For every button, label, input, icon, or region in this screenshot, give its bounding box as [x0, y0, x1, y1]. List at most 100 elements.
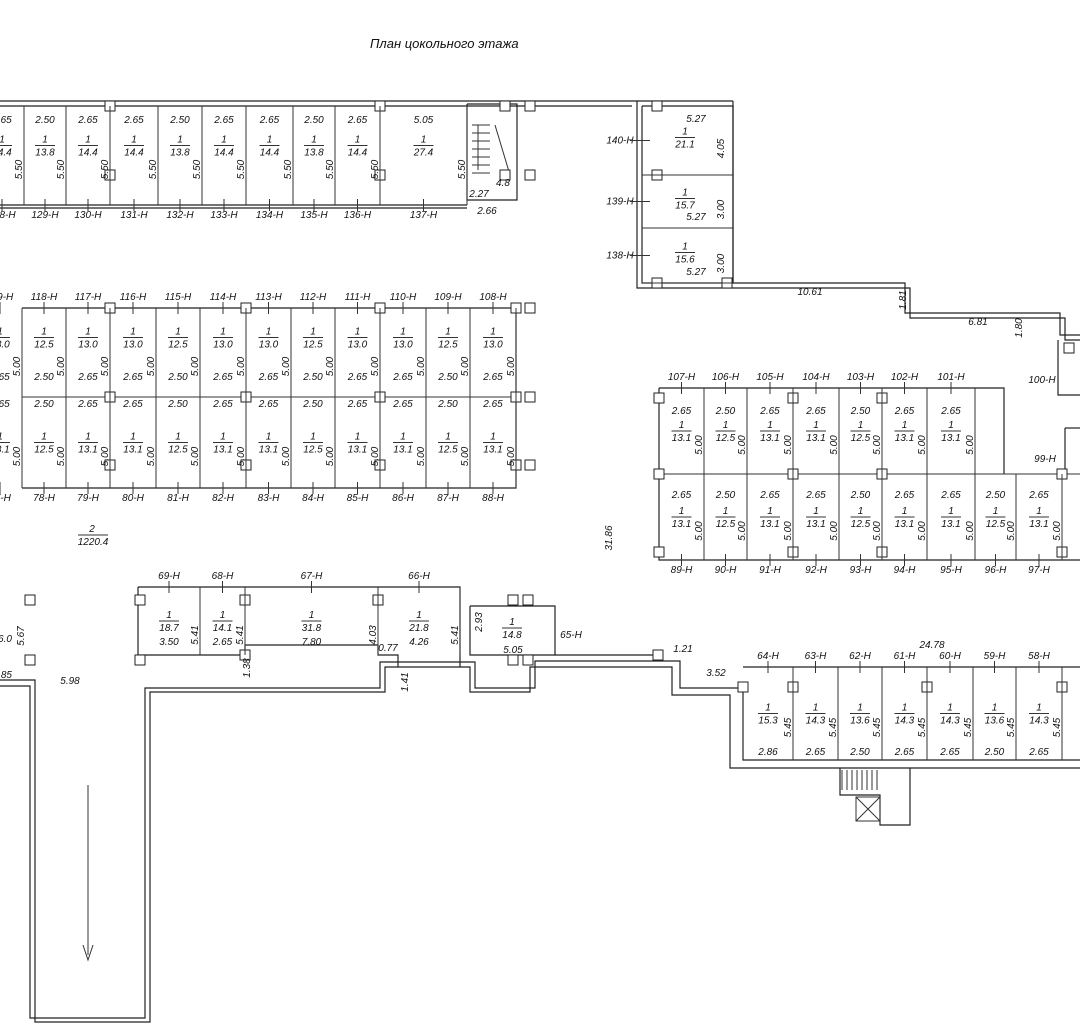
room-area: 14.4 [260, 148, 280, 159]
room-width: 2.65 [1028, 490, 1049, 501]
room-area: 12.5 [438, 340, 458, 351]
room-width: 2.65 [482, 399, 503, 410]
room-area: 13.8 [304, 148, 324, 159]
room-area: 14.3 [895, 716, 915, 727]
room-width: 2.65 [671, 490, 692, 501]
column-icon [524, 100, 536, 112]
room-depth: 5.00 [325, 356, 336, 376]
room-number: 138-Н [606, 251, 634, 262]
room-area: 13.0 [348, 340, 368, 351]
room-area: 13.1 [760, 519, 779, 530]
room-number: 111-Н [345, 292, 372, 303]
column-icon [524, 302, 536, 314]
room-number: 107-Н [668, 372, 696, 383]
dimension-label: 24.78 [918, 640, 944, 651]
room-area: 13.1 [123, 445, 142, 456]
room-number: 119-Н [0, 292, 14, 303]
room-depth: 5.00 [56, 446, 67, 466]
room-area: 31.8 [302, 623, 322, 634]
room-width: 2.50 [33, 372, 54, 383]
shaft-icon [855, 796, 881, 822]
room-depth: 5.00 [146, 446, 157, 466]
rooms: 128-Н2.65114.45.50129-Н2.50113.85.50130-… [0, 106, 1063, 760]
fraction-numerator: 1 [177, 135, 183, 146]
room-number: 97-Н [1028, 565, 1050, 576]
outer-wall [1057, 340, 1080, 396]
dimension-label: 1.38 [242, 658, 253, 678]
fraction-numerator: 1 [813, 703, 819, 714]
room-width: 2.65 [940, 406, 961, 417]
room-width: 2.65 [939, 747, 960, 758]
room-width: 2.65 [671, 406, 692, 417]
room-number: 58-Н [1028, 651, 1050, 662]
room-depth: 5.50 [148, 159, 159, 179]
column-icon [507, 594, 519, 606]
fraction-numerator: 1 [355, 432, 361, 443]
